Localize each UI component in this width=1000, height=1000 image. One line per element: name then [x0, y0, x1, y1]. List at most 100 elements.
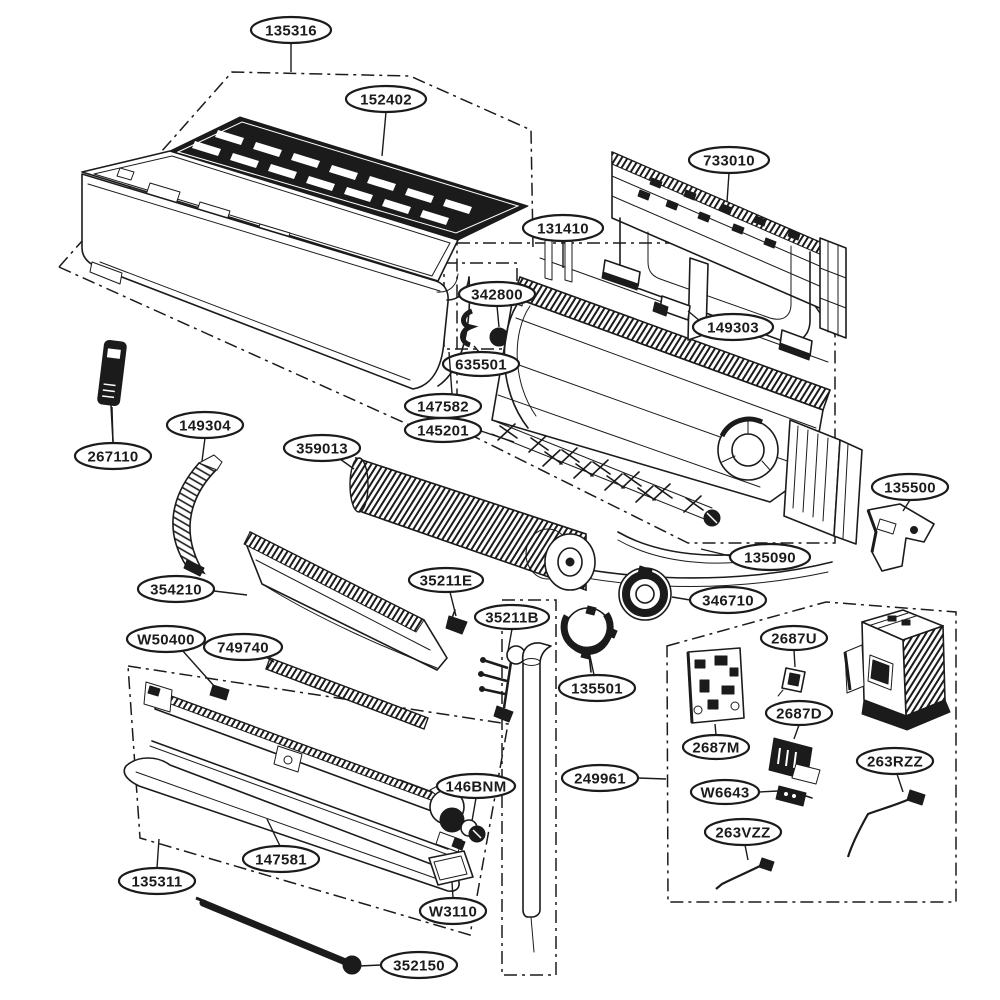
callout-ellipse — [728, 542, 812, 572]
callout-ellipse — [125, 624, 207, 654]
callout-leader-line — [496, 305, 500, 328]
callout-ellipse — [764, 699, 834, 727]
part-callout-267110: 267110 — [73, 406, 153, 471]
callout-leader-line — [381, 111, 387, 157]
control-box-group-art — [686, 609, 951, 890]
part-callout-249961: 249961 — [560, 763, 667, 793]
part-number-label: 352150 — [393, 958, 445, 975]
part-callout-145201: 145201 — [403, 416, 515, 444]
thermistor-sensor-art — [460, 308, 509, 348]
callout-leader-line — [181, 649, 216, 688]
callout-leader-line — [714, 723, 717, 736]
part-callout-263RZZ: 263RZZ — [855, 746, 935, 793]
part-number-label: W6643 — [700, 785, 749, 802]
callout-leader-line — [793, 649, 796, 668]
callout-ellipse — [521, 213, 605, 243]
callout-leader-line — [687, 310, 701, 322]
part-callout-W50400: W50400 — [125, 624, 216, 688]
callout-leader-line — [358, 964, 382, 967]
clip-w50400-art — [209, 684, 230, 701]
part-number-label: 263VZZ — [715, 825, 770, 842]
callout-leader-line — [744, 844, 749, 861]
callout-leader-line — [896, 773, 904, 793]
part-callout-263VZZ: 263VZZ — [703, 817, 783, 861]
callout-leader-line — [471, 797, 477, 822]
part-number-label: 149304 — [179, 418, 231, 435]
part-number-label: 135090 — [744, 550, 796, 567]
part-callout-W6643: W6643 — [689, 778, 779, 806]
part-callout-135316: 135316 — [249, 15, 333, 72]
part-callout-149304: 149304 — [165, 410, 245, 462]
part-number-label: 346710 — [702, 593, 754, 610]
callout-leader-line — [637, 777, 667, 780]
callout-ellipse — [407, 566, 485, 594]
corner-bracket-art — [866, 503, 935, 572]
part-callout-2687M: 2687M — [681, 723, 751, 761]
front-panel-assembly-boundary — [58, 71, 534, 438]
part-number-label: 145201 — [417, 423, 469, 440]
callout-leader-line — [726, 172, 730, 203]
callout-leader-line — [480, 430, 515, 443]
part-number-label: 135316 — [265, 23, 317, 40]
fan-motor-art — [618, 565, 672, 621]
connector-w6643-art — [775, 785, 813, 807]
part-number-label: 149303 — [707, 320, 759, 337]
part-callout-135501: 135501 — [557, 655, 637, 703]
part-number-label: W3110 — [429, 904, 477, 921]
callout-leader-line — [266, 818, 281, 847]
callout-ellipse — [457, 280, 537, 308]
callout-ellipse — [473, 603, 551, 631]
wire-263rzz-art — [846, 789, 926, 858]
chassis-art — [467, 231, 863, 587]
callout-ellipse — [282, 433, 362, 463]
cap-146bnm-art — [460, 819, 486, 843]
top-grille-art — [169, 116, 529, 241]
callout-ellipse — [687, 145, 771, 175]
side-trim-art — [172, 454, 223, 577]
part-callout-135500: 135500 — [870, 472, 950, 512]
part-callout-635501: 635501 — [441, 345, 521, 378]
part-number-label: 359013 — [296, 441, 348, 458]
callout-ellipse — [117, 866, 197, 896]
callout-leader-line — [111, 406, 114, 444]
part-callout-135311: 135311 — [117, 838, 197, 896]
callout-ellipse — [241, 844, 321, 874]
part-callout-147581: 147581 — [241, 818, 321, 874]
callout-leader-line — [902, 499, 911, 512]
callout-leader-line — [589, 655, 595, 676]
part-callout-733010: 733010 — [687, 145, 771, 203]
control-box-housing-art — [843, 609, 951, 731]
part-callout-W3110: W3110 — [418, 881, 488, 926]
callout-ellipse — [557, 673, 637, 703]
part-callout-352150: 352150 — [358, 950, 459, 980]
part-callouts-layer: 1353161524027330101314103428001493036355… — [73, 15, 950, 980]
callout-ellipse — [703, 817, 783, 847]
callout-ellipse — [73, 441, 153, 471]
callout-ellipse — [560, 763, 640, 793]
callout-ellipse — [759, 624, 829, 652]
part-number-label: 2687U — [771, 631, 817, 648]
callout-ellipse — [855, 746, 935, 776]
part-callout-146BNM: 146BNM — [435, 772, 517, 822]
drain-pipe-art — [521, 642, 552, 953]
callout-ellipse — [870, 472, 950, 502]
callout-ellipse — [689, 778, 761, 806]
vane-strip-art — [265, 657, 429, 730]
callout-leader-line — [758, 790, 779, 793]
drain-hose-art — [195, 896, 362, 975]
callout-ellipse — [688, 585, 768, 615]
motor-mount-art — [560, 605, 618, 673]
part-callout-346710: 346710 — [671, 585, 768, 615]
drain-pipe-boundary — [501, 599, 557, 976]
part-number-label: 354210 — [150, 582, 202, 599]
callout-leader-line — [451, 881, 454, 899]
part-number-label: 135501 — [571, 681, 623, 698]
callout-ellipse — [165, 410, 245, 440]
callout-leader-line — [793, 724, 800, 740]
part-number-label: 35211B — [485, 610, 539, 627]
part-number-label: W50400 — [137, 632, 195, 649]
callout-ellipse — [418, 896, 488, 926]
part-number-label: 733010 — [703, 153, 755, 170]
callout-ellipse — [691, 312, 775, 342]
